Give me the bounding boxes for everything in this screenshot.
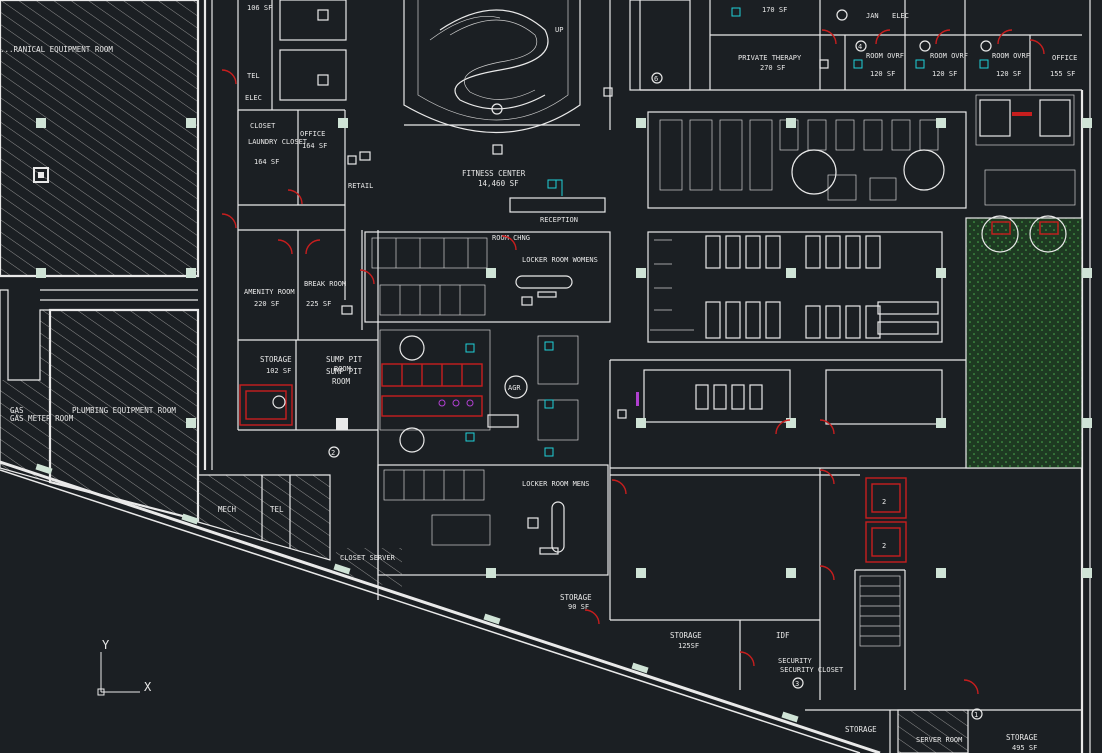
amenity-room-sf: 220 SF <box>254 300 279 308</box>
locker-mens-label: LOCKER ROOM MENS <box>522 480 589 488</box>
elevator-1: 2 <box>882 498 886 506</box>
agr-label: AGR <box>508 384 521 392</box>
sump-pit-b-label: SUMP PIT <box>326 367 363 376</box>
tel-top-label: TEL <box>247 72 260 80</box>
storage-102-sf: 102 SF <box>266 367 291 375</box>
office-1-label: OFFICE <box>300 130 325 138</box>
office-right-sf: 155 SF <box>1050 70 1075 78</box>
tag-4: 4 <box>858 43 862 51</box>
reception-label: RECEPTION <box>540 216 578 224</box>
storage-102-label: STORAGE <box>260 355 292 364</box>
plumbing-equipment-label: PLUMBING EQUIPMENT ROOM <box>72 406 176 415</box>
tag-3: 3 <box>795 680 799 688</box>
ucs-x-label: X <box>144 680 152 694</box>
bottom-storage-rooms: STORAGE 90 SF STORAGE 125SF IDF SECURITY… <box>560 593 1038 753</box>
top-room-sf: 170 SF <box>762 6 787 14</box>
exterior-diagonal-wall <box>0 460 881 753</box>
meter-room-label: GAS METER ROOM <box>10 414 74 423</box>
retail-label: RETAIL <box>348 182 373 190</box>
laundry-label: LAUNDRY CLOSET <box>248 138 308 146</box>
private-therapy-label: PRIVATE THERAPY <box>738 54 802 62</box>
break-room-label: BREAK ROOM <box>304 280 346 288</box>
storage-bottom-label: STORAGE <box>845 725 877 734</box>
elevators: 2 2 <box>859 477 907 647</box>
spiral-stair: UP <box>403 0 581 155</box>
tag-1: 1 <box>974 711 978 719</box>
sump-pit-room-label: ROOM <box>334 365 351 373</box>
toilet-core: AGR <box>379 329 528 453</box>
locker-women-label: LOCKER ROOM WOMENS <box>522 256 598 264</box>
storage-90-sf: 90 SF <box>568 603 589 611</box>
reception-desk: RECEPTION <box>509 179 606 224</box>
security-closet-label: SECURITY CLOSET <box>780 666 844 674</box>
fitness-center-label: FITNESS CENTER <box>462 169 526 178</box>
structural-columns <box>33 118 1092 578</box>
elevator-2: 2 <box>882 542 886 550</box>
laundry-sf: 164 SF <box>254 158 279 166</box>
sump-pit-a-label: SUMP PIT <box>326 355 363 364</box>
storage-125-label: STORAGE <box>670 631 702 640</box>
weights-top-right <box>975 94 1076 206</box>
storage-125-sf: 125SF <box>678 642 699 650</box>
security-label: SECURITY <box>778 657 813 665</box>
elec-right-label: ELEC <box>892 12 909 20</box>
office-1-sf: 164 SF <box>302 142 327 150</box>
office-right-label: OFFICE <box>1052 54 1077 62</box>
vestibule-equipment <box>537 335 639 457</box>
private-therapy-sf: 270 SF <box>760 64 785 72</box>
idf-label: IDF <box>776 631 790 640</box>
room-top-sf: 106 SF <box>247 4 272 12</box>
strength-zone-mid <box>643 369 943 425</box>
closet-low-label: CLOSET SERVER <box>340 554 396 562</box>
mech-tel-hatch: MECH TEL CLOSET SERVER <box>197 474 402 590</box>
room-ovrf-3-sf: 120 SF <box>996 70 1021 78</box>
door-swings <box>221 29 1045 695</box>
gas-meter-area: GAS GAS METER ROOM <box>0 289 74 483</box>
reference-tags: 1 2 3 4 6 <box>331 43 983 720</box>
room-chng-label: ROOM CHNG <box>492 234 530 242</box>
gas-label: GAS <box>10 406 24 415</box>
storage-495-label: STORAGE <box>1006 733 1038 742</box>
sump-pit-room-b-label: ROOM <box>332 377 351 386</box>
locker-room-womens: ROOM CHNG LOCKER ROOM WOMENS <box>364 231 611 323</box>
server-room-label: SERVER ROOM <box>916 736 962 744</box>
break-room-sf: 225 SF <box>306 300 331 308</box>
tel-low-label: TEL <box>270 505 284 514</box>
mech-equipment-label: ...RANICAL EQUIPMENT ROOM <box>0 45 113 54</box>
mechanical-equipment-area: ...RANICAL EQUIPMENT ROOM <box>0 0 200 278</box>
tag-6: 6 <box>654 75 658 83</box>
closet-laundry-label: CLOSET <box>250 122 276 130</box>
stair-up-label: UP <box>555 26 563 34</box>
room-ovrf-2: ROOM OVRF <box>930 52 968 60</box>
room-ovrf-1: ROOM OVRF <box>866 52 904 60</box>
top-left-rooms: 106 SF TEL ELEC CLOSET LAUNDRY CLOSET 16… <box>239 4 373 458</box>
cardio-zone <box>647 111 967 209</box>
room-ovrf-1-sf: 120 SF <box>870 70 895 78</box>
mech-low-label: MECH <box>218 505 237 514</box>
ucs-axis-icon: Y X <box>97 638 152 696</box>
tag-2: 2 <box>331 449 335 457</box>
amenity-room-label: AMENITY ROOM <box>244 288 295 296</box>
elec-top-label: ELEC <box>245 94 262 102</box>
fitness-center-sf: 14,460 SF <box>478 179 519 188</box>
turf-zone <box>965 215 1083 469</box>
ucs-y-label: Y <box>102 638 110 652</box>
storage-495-sf: 495 SF <box>1012 744 1037 752</box>
jan-label: JAN <box>866 12 879 20</box>
top-right-rooms: 170 SF PRIVATE THERAPY 270 SF JAN ELEC R… <box>629 0 1082 91</box>
room-ovrf-3: ROOM OVRF <box>992 52 1030 60</box>
strength-zone-top <box>647 231 943 343</box>
room-ovrf-2-sf: 120 SF <box>932 70 957 78</box>
storage-90-label: STORAGE <box>560 593 592 602</box>
